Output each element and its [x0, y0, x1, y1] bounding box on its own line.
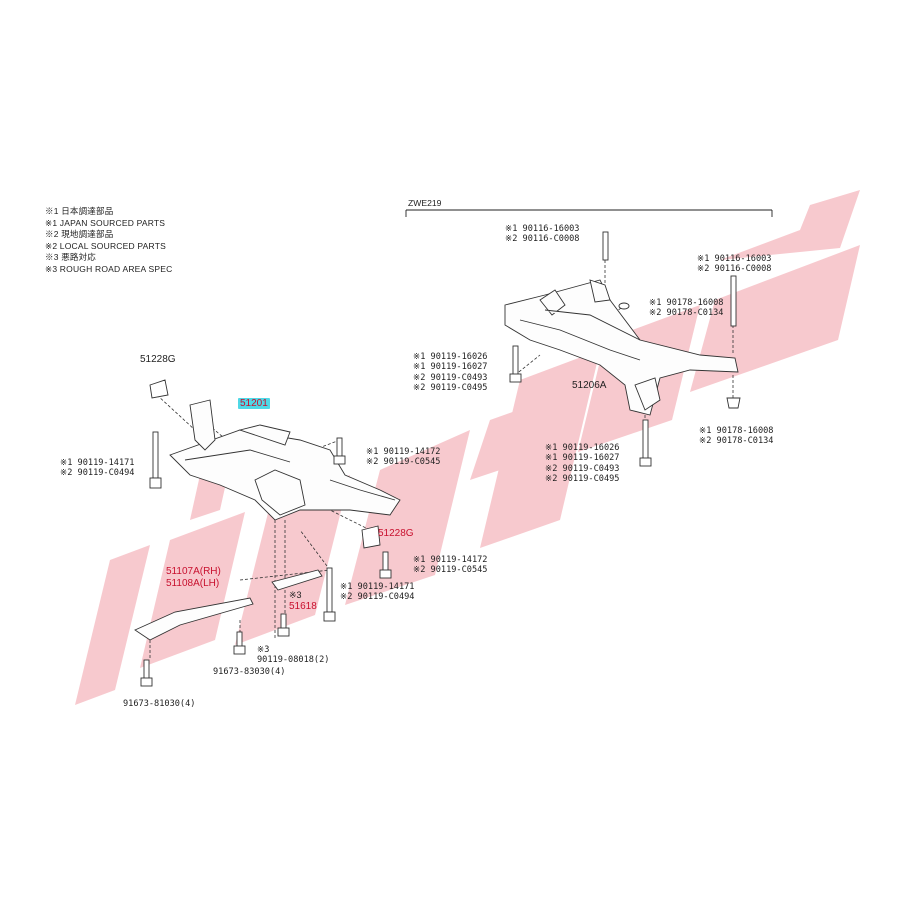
washer-code: ※2 90178-C0134: [699, 436, 774, 447]
rear-group-bracket: [405, 209, 773, 217]
washer-code: ※1 90178-16008: [649, 298, 724, 308]
part-51108a[interactable]: 51108A(LH): [166, 578, 220, 589]
bolt-code: ※1 90119-16027: [545, 453, 620, 464]
stud-code: ※1 90116-16003: [697, 254, 772, 264]
legend-line: ※2 LOCAL SOURCED PARTS: [45, 240, 166, 251]
part-51618-note: ※3: [289, 590, 302, 600]
bolt-code: ※1 90119-14172: [366, 447, 441, 457]
watermark-logo: [75, 190, 860, 705]
washer-code: ※2 90178-C0134: [649, 308, 724, 319]
stud-right-label[interactable]: ※1 90116-16003 ※2 90116-C0008: [697, 254, 771, 275]
bolt-code: ※1 90119-16026: [413, 352, 488, 362]
bolt-code: ※2 90119-C0493: [413, 372, 488, 383]
washer-code: ※1 90178-16008: [699, 426, 774, 436]
part-51228g-top[interactable]: 51228G: [140, 354, 176, 365]
bolt-code: ※3: [257, 645, 270, 655]
rear-group-title: ZWE219: [408, 198, 442, 208]
bolt-icon: [140, 431, 392, 687]
legend: ※1 日本調達部品 ※1 JAPAN SOURCED PARTS ※2 現地調達…: [45, 206, 172, 276]
front-crossmember: [169, 399, 401, 521]
washer-icon: [618, 302, 741, 409]
bolt-lower-label[interactable]: ※1 90119-14171 ※2 90119-C0494: [340, 582, 414, 603]
bolt-code: ※2 90119-C0545: [366, 457, 441, 468]
stud-code: ※1 90116-16003: [505, 224, 580, 234]
stud-icon: [509, 231, 737, 467]
part-51618[interactable]: 51618: [289, 601, 317, 612]
part-51107a[interactable]: 51107A(RH): [166, 566, 221, 577]
bolt-83030-label[interactable]: 91673-83030(4): [213, 667, 286, 677]
bolt-code: ※2 90119-C0495: [545, 474, 620, 485]
bolt-code: ※2 90119-C0545: [413, 565, 488, 576]
bolt-code: 90119-08018(2): [257, 655, 330, 666]
legend-line: ※3 悪路対応: [45, 252, 96, 263]
bolt-code: ※2 90119-C0493: [545, 463, 620, 474]
stud-code: ※2 90116-C0008: [505, 234, 580, 245]
stud-top-label[interactable]: ※1 90116-16003 ※2 90116-C0008: [505, 224, 579, 245]
bolt-code: ※1 90119-16027: [413, 362, 488, 373]
front-brace: [134, 569, 323, 641]
bolt-code: ※2 90119-C0495: [413, 383, 488, 394]
washer-right-label[interactable]: ※1 90178-16008 ※2 90178-C0134: [699, 426, 773, 447]
bolt-08018-label[interactable]: ※3 90119-08018(2): [257, 645, 329, 666]
legend-line: ※1 JAPAN SOURCED PARTS: [45, 217, 166, 228]
bushing-icon: [149, 379, 381, 549]
bolt-rear-bottom-label[interactable]: ※1 90119-16026 ※1 90119-16027 ※2 90119-C…: [545, 443, 619, 485]
part-51201[interactable]: 51201: [238, 398, 270, 409]
legend-line: ※3 ROUGH ROAD AREA SPEC: [45, 263, 173, 274]
part-51228g-bottom[interactable]: 51228G: [378, 528, 414, 539]
legend-line: ※2 現地調達部品: [45, 229, 114, 240]
bolt-mid-label[interactable]: ※1 90119-14172 ※2 90119-C0545: [413, 555, 487, 576]
bolt-rear-left-label[interactable]: ※1 90119-16026 ※1 90119-16027 ※2 90119-C…: [413, 352, 487, 394]
rear-subframe: [504, 279, 739, 416]
bolt-81030-label[interactable]: 91673-81030(4): [123, 699, 196, 709]
bolt-code: ※2 90119-C0494: [340, 592, 415, 603]
bolt-code: ※1 90119-14171: [60, 458, 135, 468]
washer-mid-label[interactable]: ※1 90178-16008 ※2 90178-C0134: [649, 298, 723, 319]
bolt-code: ※1 90119-16026: [545, 443, 620, 453]
legend-line: ※1 日本調達部品: [45, 206, 114, 216]
bolt-code: ※1 90119-14171: [340, 582, 415, 592]
bolt-code: ※1 90119-14172: [413, 555, 488, 565]
part-51206a[interactable]: 51206A: [572, 380, 607, 391]
bolt-left-label[interactable]: ※1 90119-14171 ※2 90119-C0494: [60, 458, 134, 479]
stud-code: ※2 90116-C0008: [697, 264, 772, 275]
bolt-code: ※2 90119-C0494: [60, 468, 135, 479]
bolt-right-top-label[interactable]: ※1 90119-14172 ※2 90119-C0545: [366, 447, 440, 468]
